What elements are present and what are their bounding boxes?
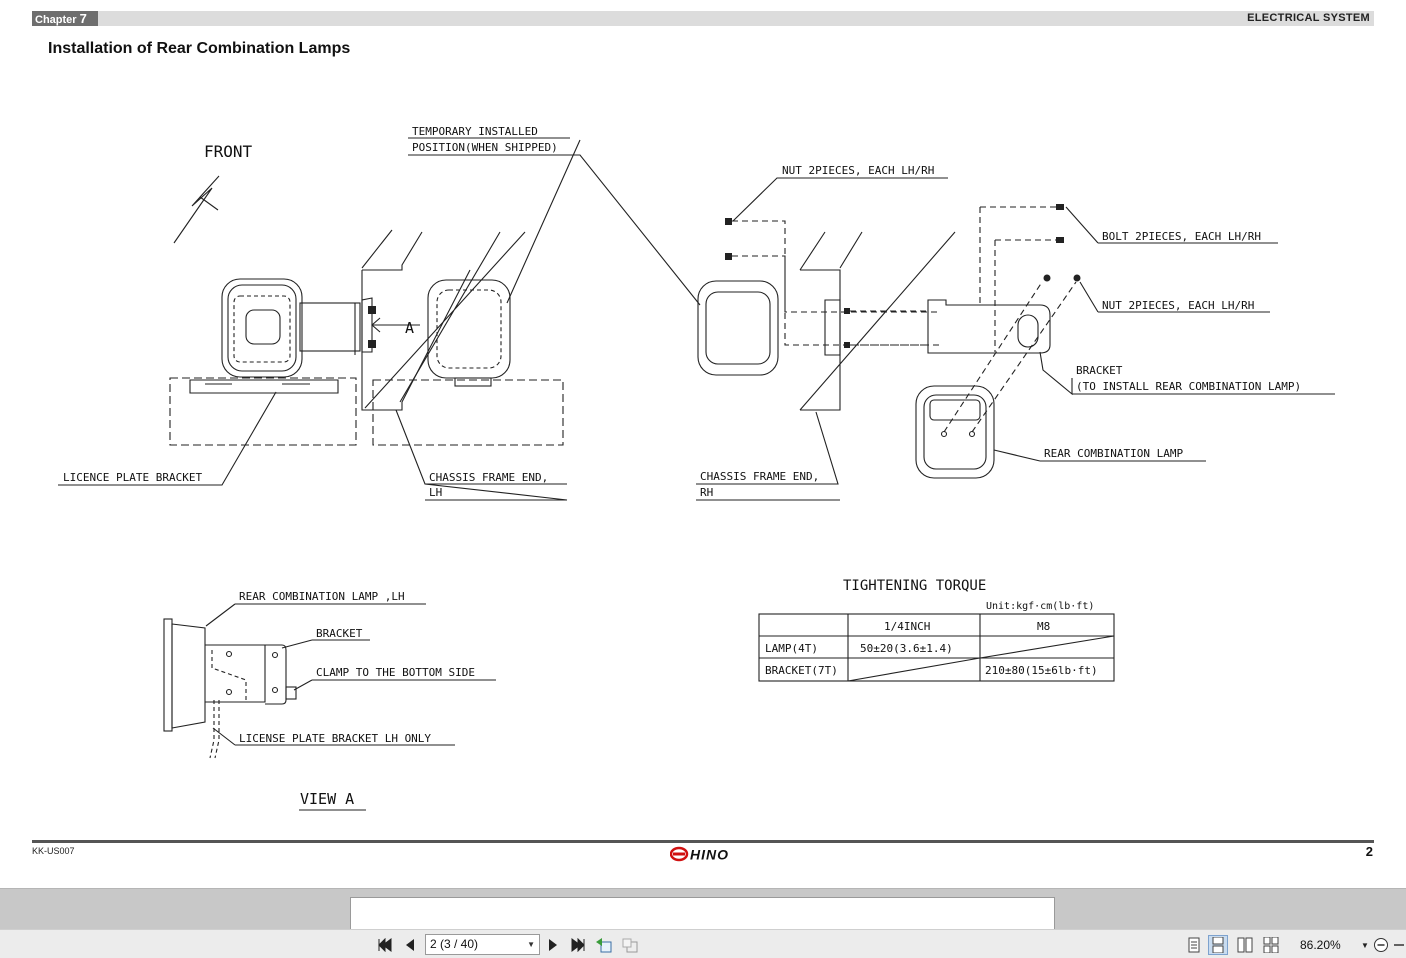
view-a-license-leader (212, 727, 455, 746)
lamp-bolt-lines (943, 281, 1077, 433)
chapter-label: Chapter (35, 14, 77, 26)
view-a-arrow (371, 317, 420, 333)
torque-row2-value: 210±80(15±6lb·ft) (985, 664, 1098, 677)
view-a-lamp-leader (205, 603, 426, 627)
torque-unit: Unit:kgf·cm(lb·ft) (986, 601, 1094, 612)
logo-text: HINO (690, 847, 729, 863)
licence-leader (58, 391, 277, 486)
view-a-license-label: LICENSE PLATE BRACKET LH ONLY (239, 732, 431, 745)
previous-page-icon[interactable] (400, 935, 420, 955)
bolt-center-lines (979, 206, 1058, 352)
continuous-view-icon[interactable] (1208, 935, 1228, 955)
view-a-lamp-label: REAR COMBINATION LAMP ,LH (239, 590, 405, 603)
chassis-frame-lh (361, 229, 564, 446)
view-a-clamp-label: CLAMP TO THE BOTTOM SIDE (316, 666, 475, 679)
view-a-title: VIEW A (300, 790, 354, 808)
nut-top-leader (732, 177, 948, 222)
plate-outline (169, 377, 357, 446)
header-bar (32, 11, 1374, 26)
view-a-marker: A (405, 319, 414, 337)
nut-right-leader (1079, 281, 1270, 313)
facing-view-icon[interactable] (1235, 935, 1255, 955)
licence-plate-label: LICENCE PLATE BRACKET (63, 471, 202, 484)
rear-lamp-lh (221, 278, 303, 378)
bracket-leader (1039, 351, 1335, 396)
chassis-lh-label-1: CHASSIS FRAME END, (429, 471, 548, 484)
page-select-value: 2 (3 / 40) (430, 937, 479, 951)
view-a-bracket-label: BRACKET (316, 627, 363, 640)
assembly-center-lines (732, 220, 940, 346)
front-label: FRONT (204, 142, 253, 161)
chapter-tab: Chapter 7 (32, 11, 98, 26)
torque-col2: M8 (1037, 620, 1050, 633)
rear-lamp-rh (915, 385, 995, 479)
last-page-icon[interactable] (568, 935, 588, 955)
page-select[interactable]: 2 (3 / 40) ▼ (425, 934, 540, 955)
licence-plate-bracket (189, 379, 339, 394)
section-title: ELECTRICAL SYSTEM (1247, 12, 1370, 24)
single-page-view-icon[interactable] (1184, 935, 1204, 955)
viewer-toolbar: 2 (3 / 40) ▼ 86.20% ▼ (0, 929, 1406, 958)
pdf-viewer-chrome: 2 (3 / 40) ▼ 86.20% ▼ (0, 888, 1406, 958)
temp-position-leader (408, 137, 701, 306)
lamp-bracket-lh (299, 302, 361, 352)
zoom-level[interactable]: 86.20% (1300, 938, 1341, 952)
continuous-facing-view-icon[interactable] (1261, 935, 1281, 955)
chassis-lh-leader (395, 409, 568, 501)
page-number: 2 (1365, 844, 1373, 859)
chassis-rh-label-1: CHASSIS FRAME END, (700, 470, 819, 483)
torque-row1-label: LAMP(4T) (765, 642, 818, 655)
nut-right-label: NUT 2PIECES, EACH LH/RH (1102, 299, 1254, 312)
view-a-clamp-leader (293, 679, 496, 691)
torque-row1-value: 50±20(3.6±1.4) (860, 642, 953, 655)
bolt-leader (1065, 206, 1278, 244)
document-page: Chapter 7 ELECTRICAL SYSTEM Installation… (32, 11, 1374, 863)
torque-row2-label: BRACKET(7T) (765, 664, 838, 677)
rear-lamp-leader (993, 449, 1206, 462)
installation-diagram: FRONT A TEMPORARY INST (58, 125, 1335, 811)
rear-lamp-rh-ghost (697, 280, 779, 376)
hino-logo: HINO (670, 847, 729, 863)
chassis-lh-label-2: LH (429, 486, 442, 499)
front-arrow-icon (173, 175, 220, 244)
chassis-rh-leader (696, 411, 840, 501)
bracket-rh (927, 299, 1051, 354)
chevron-down-icon: ▼ (527, 940, 535, 949)
bolt-label: BOLT 2PIECES, EACH LH/RH (1102, 230, 1261, 243)
zoom-out-icon[interactable] (1372, 935, 1390, 955)
doc-code: KK-US007 (32, 846, 75, 856)
footer-rule (32, 840, 1374, 843)
zoom-dropdown-icon[interactable]: ▼ (1361, 940, 1369, 950)
chassis-frame-rh (799, 231, 956, 411)
view-a-drawing (163, 618, 297, 759)
bolt-heads-lh (368, 306, 376, 348)
bracket-label-1: BRACKET (1076, 364, 1123, 377)
go-back-view-icon[interactable] (594, 935, 614, 955)
page-title: Installation of Rear Combination Lamps (48, 40, 351, 57)
temp-position-line2: POSITION(WHEN SHIPPED) (412, 141, 558, 154)
chapter-number: 7 (79, 11, 87, 26)
zoom-in-icon[interactable] (1392, 935, 1404, 955)
nut-top-label: NUT 2PIECES, EACH LH/RH (782, 164, 934, 177)
torque-table (758, 613, 1115, 682)
go-forward-view-icon[interactable] (620, 935, 640, 955)
bracket-label-2: (TO INSTALL REAR COMBINATION LAMP) (1076, 380, 1301, 393)
temporary-lamp-position (427, 279, 511, 387)
first-page-icon[interactable] (375, 935, 395, 955)
view-a-bracket-leader (281, 639, 370, 649)
chassis-rh-label-2: RH (700, 486, 713, 499)
torque-col1: 1/4INCH (884, 620, 930, 633)
torque-title: TIGHTENING TORQUE (843, 578, 986, 594)
temp-position-line1: TEMPORARY INSTALLED (412, 125, 538, 138)
rear-lamp-label: REAR COMBINATION LAMP (1044, 447, 1183, 460)
next-page-icon[interactable] (543, 935, 563, 955)
